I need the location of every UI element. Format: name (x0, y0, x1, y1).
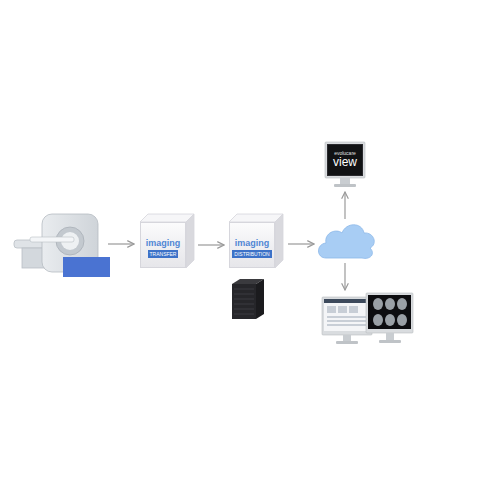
node-subtitle: DISTRIBUTION (232, 250, 271, 258)
server-rack (232, 279, 264, 319)
node-subtitle: view (333, 156, 357, 169)
flow-arrow (198, 244, 224, 245)
product-box: imagingDISTRIBUTION (229, 222, 275, 268)
node-subtitle: TRANSFER (148, 250, 179, 258)
cube-faces (140, 214, 283, 268)
product-box: imagingTRANSFER (140, 222, 186, 268)
node-title: imaging (235, 238, 270, 248)
cloud (319, 225, 375, 259)
ct-scanner (14, 214, 110, 277)
node-title: imaging (146, 238, 181, 248)
flow-arrow (108, 192, 345, 290)
workstation-monitors (322, 293, 413, 344)
monitor-stand (325, 142, 365, 187)
monitor-screen: evolucareview (327, 144, 363, 176)
